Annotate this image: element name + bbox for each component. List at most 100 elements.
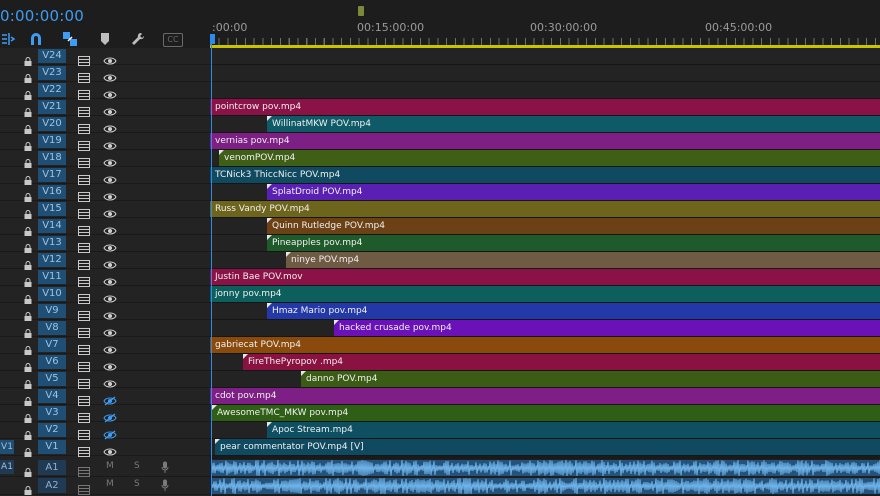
- video-clip[interactable]: FireThePyropov .mp4: [243, 354, 880, 370]
- sync-lock-icon[interactable]: [78, 119, 90, 134]
- video-clip[interactable]: Russ Vandy POV.mp4: [210, 201, 880, 217]
- voiceover-mic-icon[interactable]: [161, 479, 169, 494]
- track-label[interactable]: V5: [38, 372, 66, 386]
- toggle-output-eye-icon[interactable]: [103, 255, 117, 269]
- track-label[interactable]: V15: [38, 202, 66, 216]
- track-label[interactable]: V14: [38, 219, 66, 233]
- toggle-output-eye-icon[interactable]: [103, 408, 117, 423]
- video-clip[interactable]: venomPOV.mp4: [219, 150, 880, 166]
- track-label[interactable]: V12: [38, 253, 66, 267]
- captions-icon[interactable]: CC: [163, 33, 183, 47]
- track-label[interactable]: V4: [38, 389, 66, 403]
- video-clip[interactable]: danno POV.mp4: [301, 371, 880, 387]
- sync-lock-icon[interactable]: [78, 425, 90, 440]
- lock-icon[interactable]: [24, 425, 32, 440]
- video-clip[interactable]: pear commentator POV.mp4 [V]: [215, 439, 880, 455]
- toggle-output-eye-icon[interactable]: [103, 170, 117, 184]
- sync-lock-icon[interactable]: [78, 221, 90, 236]
- video-clip[interactable]: cdot pov.mp4: [210, 388, 880, 404]
- video-clip[interactable]: TCNick3 ThiccNicc POV.mp4: [210, 167, 880, 183]
- track-label[interactable]: V20: [38, 117, 66, 131]
- lock-icon[interactable]: [24, 462, 32, 477]
- linked-selection-icon[interactable]: [62, 31, 78, 47]
- toggle-output-eye-icon[interactable]: [103, 272, 117, 286]
- toggle-output-eye-icon[interactable]: [103, 442, 117, 456]
- video-clip[interactable]: Apoc Stream.mp4: [267, 422, 880, 438]
- sync-lock-icon[interactable]: [78, 204, 90, 219]
- toggle-output-eye-icon[interactable]: [103, 187, 117, 201]
- video-clip[interactable]: ninye POV.mp4: [286, 252, 880, 268]
- lock-icon[interactable]: [24, 221, 32, 236]
- video-clip[interactable]: AwesomeTMC_MKW pov.mp4: [212, 405, 880, 421]
- toggle-output-eye-icon[interactable]: [103, 323, 117, 337]
- toggle-output-eye-icon[interactable]: [103, 221, 117, 235]
- lock-icon[interactable]: [24, 85, 32, 100]
- work-area-bar[interactable]: [210, 45, 880, 48]
- track-label[interactable]: V16: [38, 185, 66, 199]
- sync-lock-icon[interactable]: [78, 102, 90, 117]
- track-label[interactable]: V22: [38, 83, 66, 97]
- sync-lock-icon[interactable]: [78, 408, 90, 423]
- track-label[interactable]: V19: [38, 134, 66, 148]
- sync-lock-icon[interactable]: [78, 85, 90, 100]
- sync-lock-icon[interactable]: [78, 480, 90, 495]
- sync-lock-icon[interactable]: [78, 238, 90, 253]
- track-lane[interactable]: [210, 48, 880, 65]
- snap-icon[interactable]: [28, 31, 44, 47]
- lock-icon[interactable]: [24, 408, 32, 423]
- time-ruler[interactable]: :00:00 00:15:00:00 00:30:00:00 00:45:00:…: [210, 0, 880, 48]
- sync-lock-icon[interactable]: [78, 272, 90, 287]
- track-label[interactable]: V9: [38, 304, 66, 318]
- toggle-output-eye-icon[interactable]: [103, 289, 117, 303]
- lock-icon[interactable]: [24, 255, 32, 270]
- lock-icon[interactable]: [24, 272, 32, 287]
- sync-lock-icon[interactable]: [78, 306, 90, 321]
- track-label[interactable]: V21: [38, 100, 66, 114]
- voiceover-mic-icon[interactable]: [161, 461, 169, 476]
- sync-lock-icon[interactable]: [78, 340, 90, 355]
- source-patch[interactable]: A1: [0, 460, 14, 474]
- lock-icon[interactable]: [24, 51, 32, 66]
- source-patch[interactable]: V1: [0, 440, 14, 454]
- mute-button[interactable]: M: [106, 479, 114, 489]
- sync-lock-icon[interactable]: [78, 391, 90, 406]
- marker-icon[interactable]: [358, 6, 364, 16]
- toggle-output-eye-icon[interactable]: [103, 306, 117, 320]
- solo-button[interactable]: S: [134, 479, 140, 489]
- track-label[interactable]: V8: [38, 321, 66, 335]
- track-label[interactable]: V11: [38, 270, 66, 284]
- sync-lock-icon[interactable]: [78, 153, 90, 168]
- sync-lock-icon[interactable]: [78, 462, 90, 477]
- track-label[interactable]: V10: [38, 287, 66, 301]
- sync-lock-icon[interactable]: [78, 357, 90, 372]
- playhead-line[interactable]: [211, 44, 212, 496]
- lock-icon[interactable]: [24, 153, 32, 168]
- video-clip[interactable]: Justin Bae POV.mov: [210, 269, 880, 285]
- track-label[interactable]: V23: [38, 66, 66, 80]
- toggle-output-eye-icon[interactable]: [103, 102, 117, 116]
- lock-icon[interactable]: [24, 442, 32, 457]
- track-label[interactable]: V2: [38, 423, 66, 437]
- lock-icon[interactable]: [24, 170, 32, 185]
- video-clip[interactable]: hacked crusade pov.mp4: [334, 320, 880, 336]
- audio-lane[interactable]: [210, 459, 880, 477]
- video-clip[interactable]: jonny pov.mp4: [210, 286, 880, 302]
- track-label[interactable]: A2: [38, 478, 66, 493]
- add-marker-icon[interactable]: [97, 31, 113, 47]
- lock-icon[interactable]: [24, 119, 32, 134]
- audio-lane[interactable]: [210, 477, 880, 495]
- toggle-output-eye-icon[interactable]: [103, 391, 117, 406]
- lock-icon[interactable]: [24, 187, 32, 202]
- track-label[interactable]: V7: [38, 338, 66, 352]
- lock-icon[interactable]: [24, 136, 32, 151]
- toggle-output-eye-icon[interactable]: [103, 153, 117, 167]
- sync-lock-icon[interactable]: [78, 323, 90, 338]
- track-label[interactable]: V3: [38, 406, 66, 420]
- lock-icon[interactable]: [24, 204, 32, 219]
- track-label[interactable]: V24: [38, 49, 66, 63]
- lock-icon[interactable]: [24, 306, 32, 321]
- lock-icon[interactable]: [24, 323, 32, 338]
- solo-button[interactable]: S: [134, 461, 140, 471]
- toggle-output-eye-icon[interactable]: [103, 340, 117, 354]
